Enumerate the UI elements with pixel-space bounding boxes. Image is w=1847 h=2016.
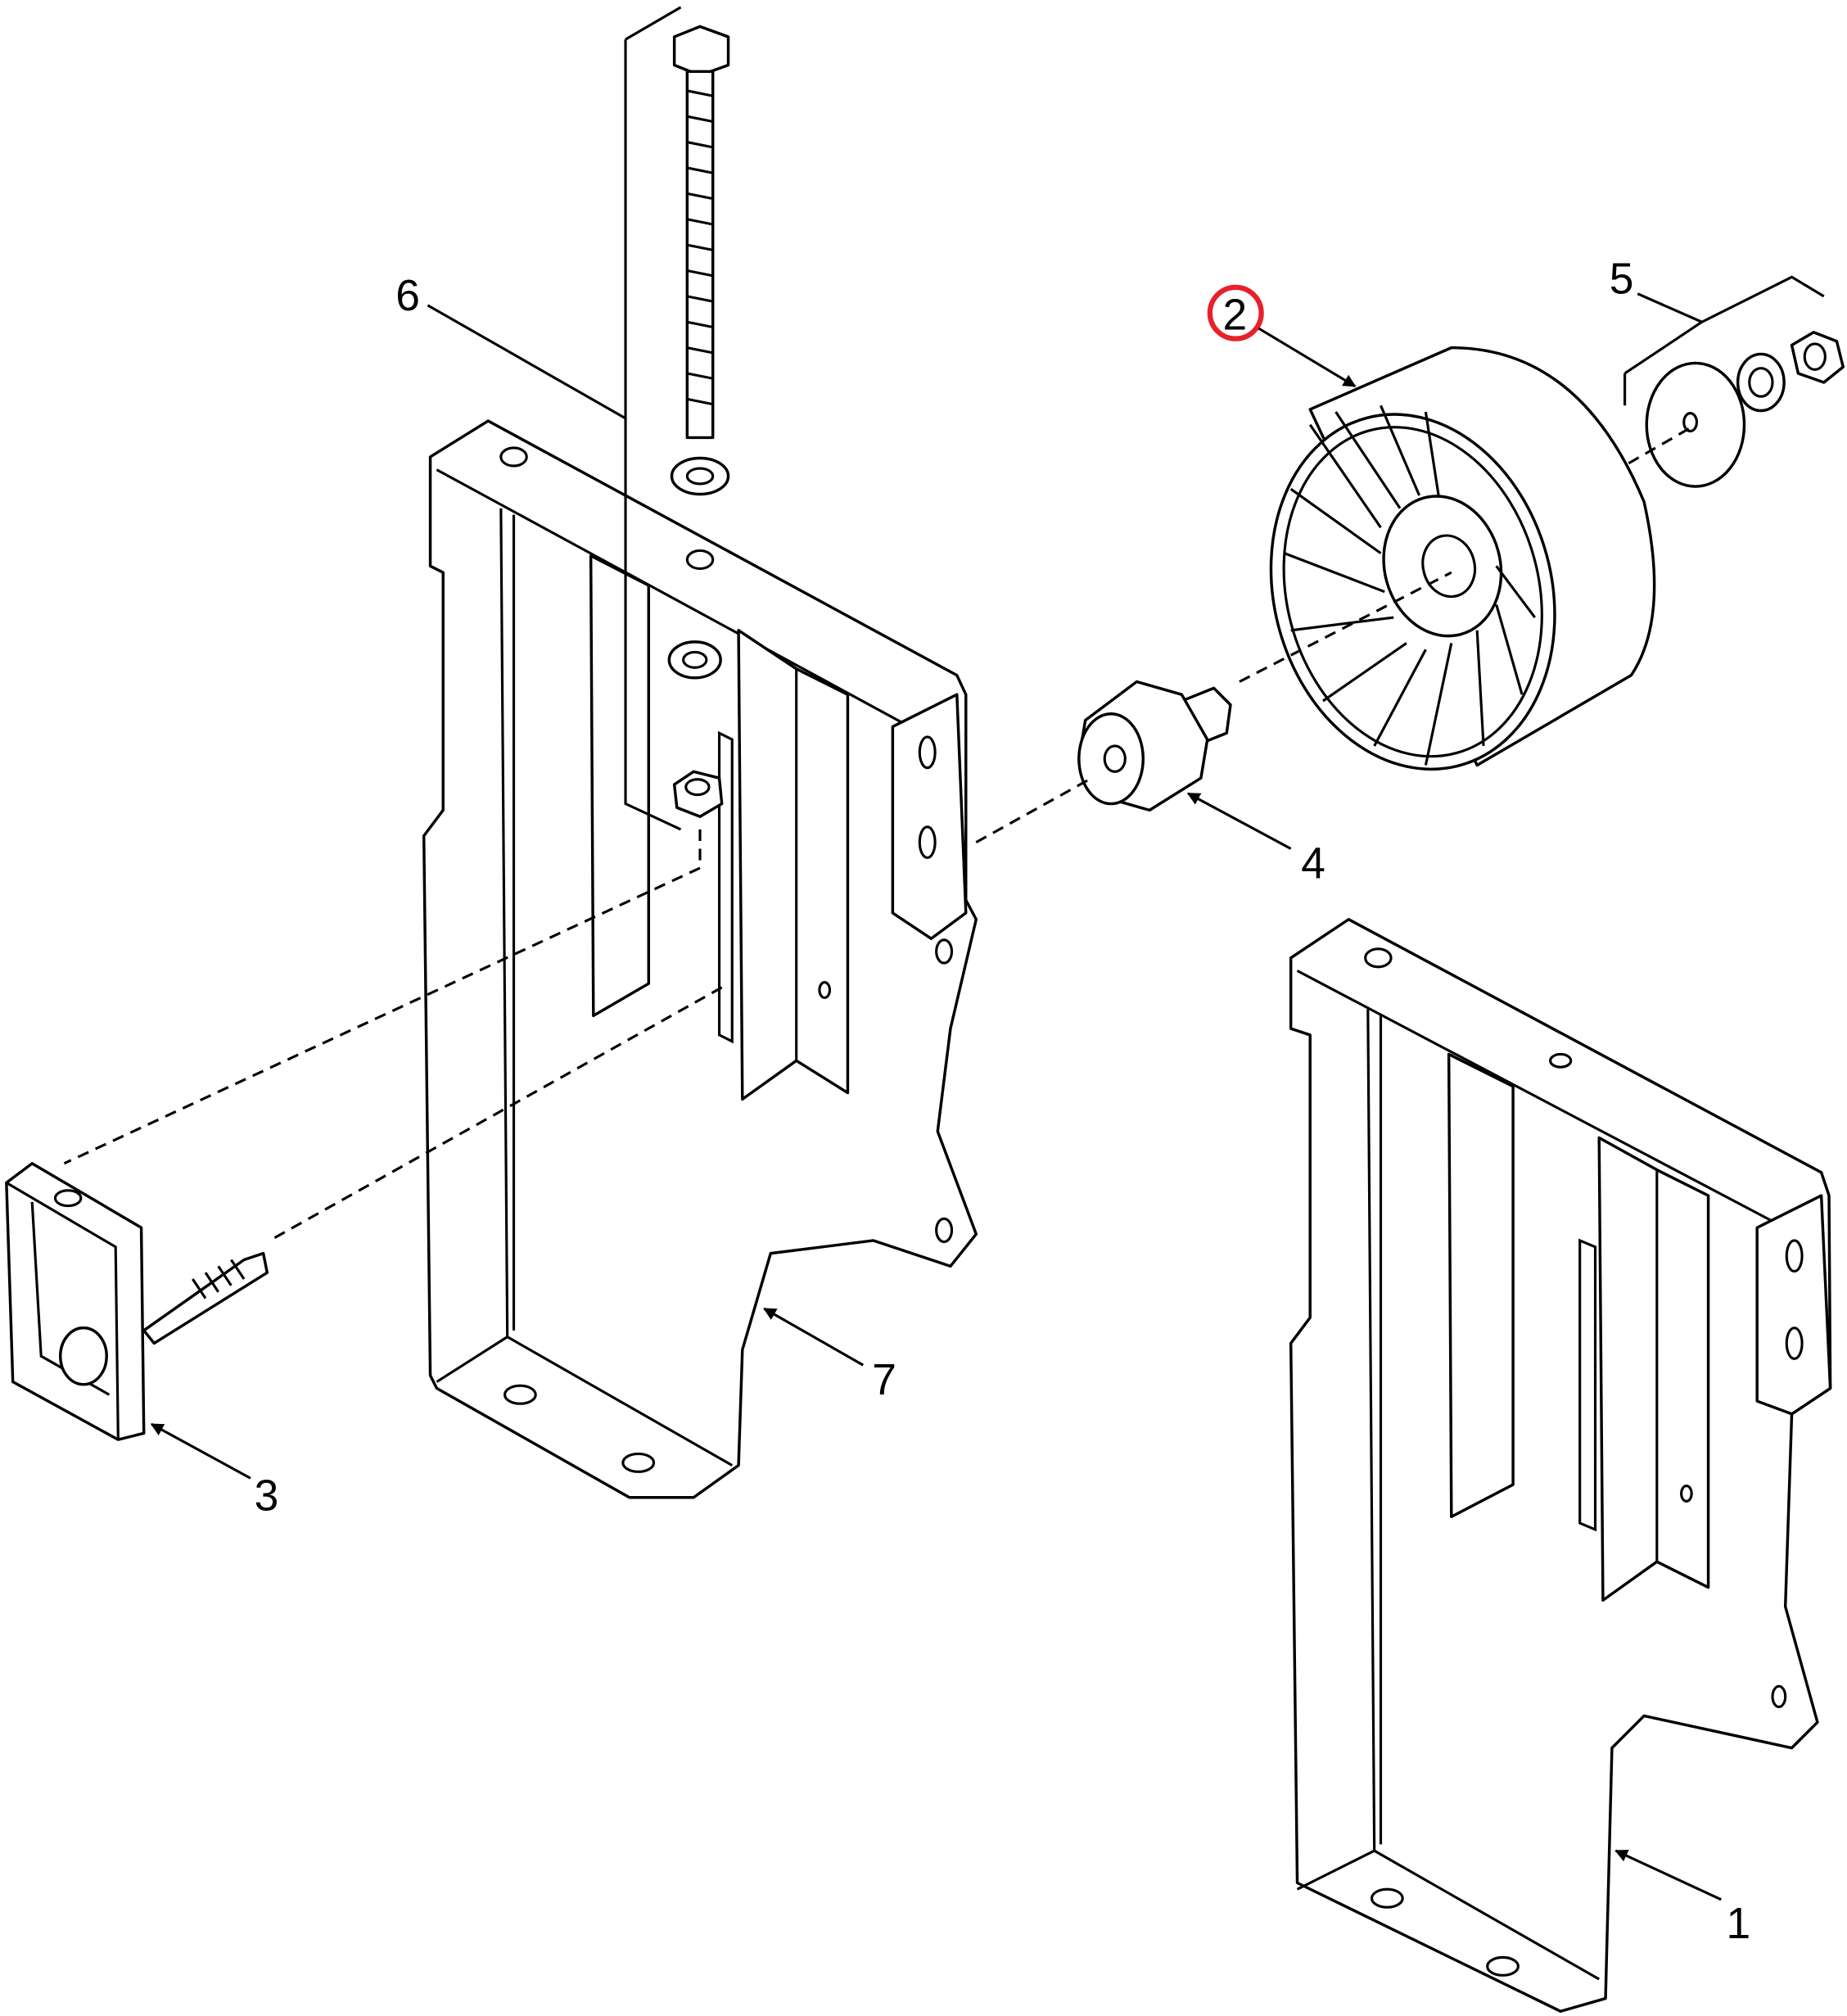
bracket-part-7 [422, 419, 978, 1499]
highlight-circle [1207, 284, 1264, 341]
callout-label-4: 4 [1301, 840, 1325, 888]
callout-label-1: 1 [1727, 1900, 1751, 1948]
callout-1: 1 [1614, 1849, 1751, 1948]
spacer-part-4 [975, 680, 1232, 843]
callout-5: 5 [1610, 255, 1825, 406]
callout-4: 4 [1186, 792, 1325, 888]
callout-label-5: 5 [1610, 255, 1634, 304]
hardware-part-5 [1628, 331, 1845, 488]
callout-6: 6 [395, 272, 626, 420]
clamp-part-3 [5, 1162, 269, 1441]
callout-label-3: 3 [255, 1471, 279, 1520]
callout-label-7: 7 [872, 1356, 896, 1404]
wheel-part-2 [1239, 346, 1656, 771]
bolt-assembly-part-6 [63, 6, 730, 1242]
callout-label-6: 6 [395, 272, 420, 320]
bracket-part-1 [1289, 918, 1832, 2013]
callout-2[interactable]: 2 [1207, 284, 1357, 388]
callout-7: 7 [763, 1307, 896, 1404]
callout-3: 3 [150, 1422, 279, 1520]
callout-label-2: 2 [1223, 292, 1248, 340]
